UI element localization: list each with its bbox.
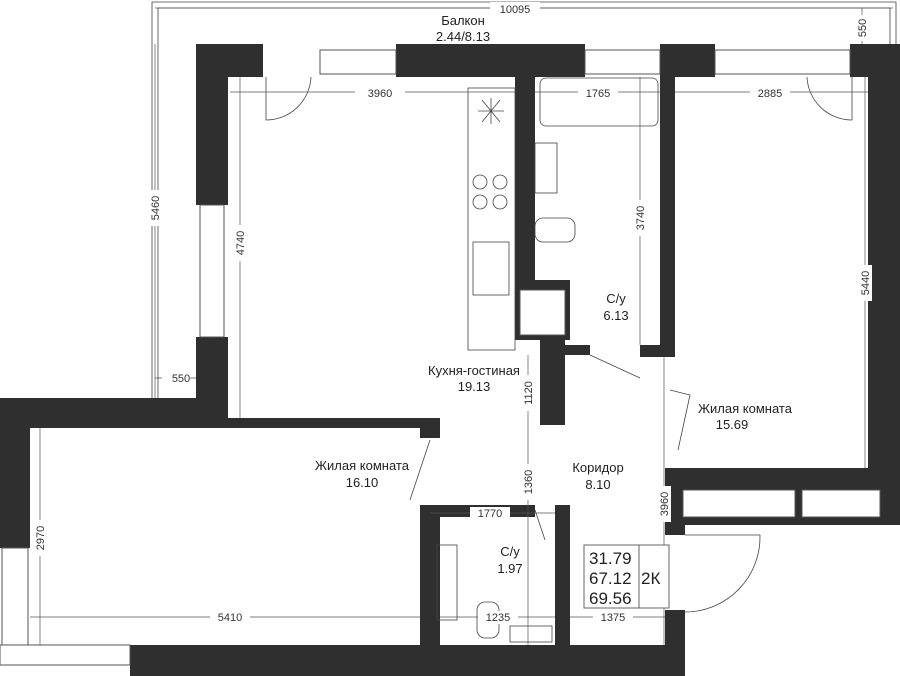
dim-corridor-a: 1120 <box>523 381 535 405</box>
dim-total-width: 10095 <box>500 4 531 16</box>
bedroom-right-area: 15.69 <box>716 417 749 432</box>
dim-bath-depth: 3740 <box>635 206 647 230</box>
bath-small-area: 1.97 <box>497 561 522 576</box>
windows <box>0 49 881 666</box>
dim-bath-small-inner: 1235 <box>486 612 510 624</box>
dim-balcony-depth-left: 550 <box>172 373 190 385</box>
dim-entry-width: 1375 <box>601 612 625 624</box>
dim-bedroom-right-depth: 5440 <box>860 271 872 295</box>
dim-kitchen-depth: 4740 <box>235 231 247 255</box>
fixtures <box>436 77 659 643</box>
dim-bath-width: 1765 <box>586 88 610 100</box>
dim-bath-small-width: 1770 <box>478 508 502 520</box>
dim-kitchen-width: 3960 <box>368 88 392 100</box>
corridor-name: Коридор <box>572 460 623 475</box>
bedroom-right-name: Жилая комната <box>698 401 793 416</box>
bedroom-left-name: Жилая комната <box>315 458 410 473</box>
dim-bedroom-left-width: 5410 <box>218 612 242 624</box>
bath-large-name: С/у <box>606 291 626 306</box>
balcony-name: Балкон <box>441 13 485 28</box>
dim-balcony-length: 5460 <box>150 196 162 220</box>
dim-corridor-c: 3960 <box>659 492 671 516</box>
total-with-balcony: 69.56 <box>589 589 632 608</box>
summary-box <box>583 544 670 609</box>
living-area: 31.79 <box>589 549 632 568</box>
total-area: 67.12 <box>589 569 632 588</box>
bath-large-area: 6.13 <box>603 308 628 323</box>
bedroom-left-area: 16.10 <box>346 475 379 490</box>
dim-bedroom-right-width: 2885 <box>758 88 782 100</box>
dim-bedroom-left-depth: 2970 <box>35 526 47 550</box>
corridor-area: 8.10 <box>585 477 610 492</box>
dim-corridor-b: 1360 <box>523 470 535 494</box>
bath-small-name: С/у <box>500 544 520 559</box>
balcony-area: 2.44/8.13 <box>436 29 490 44</box>
kitchen-name: Кухня-гостиная <box>428 363 520 378</box>
apartment-type: 2К <box>641 569 660 588</box>
kitchen-area: 19.13 <box>458 379 491 394</box>
dim-balcony-depth-right: 550 <box>857 19 869 37</box>
doors <box>265 76 853 613</box>
